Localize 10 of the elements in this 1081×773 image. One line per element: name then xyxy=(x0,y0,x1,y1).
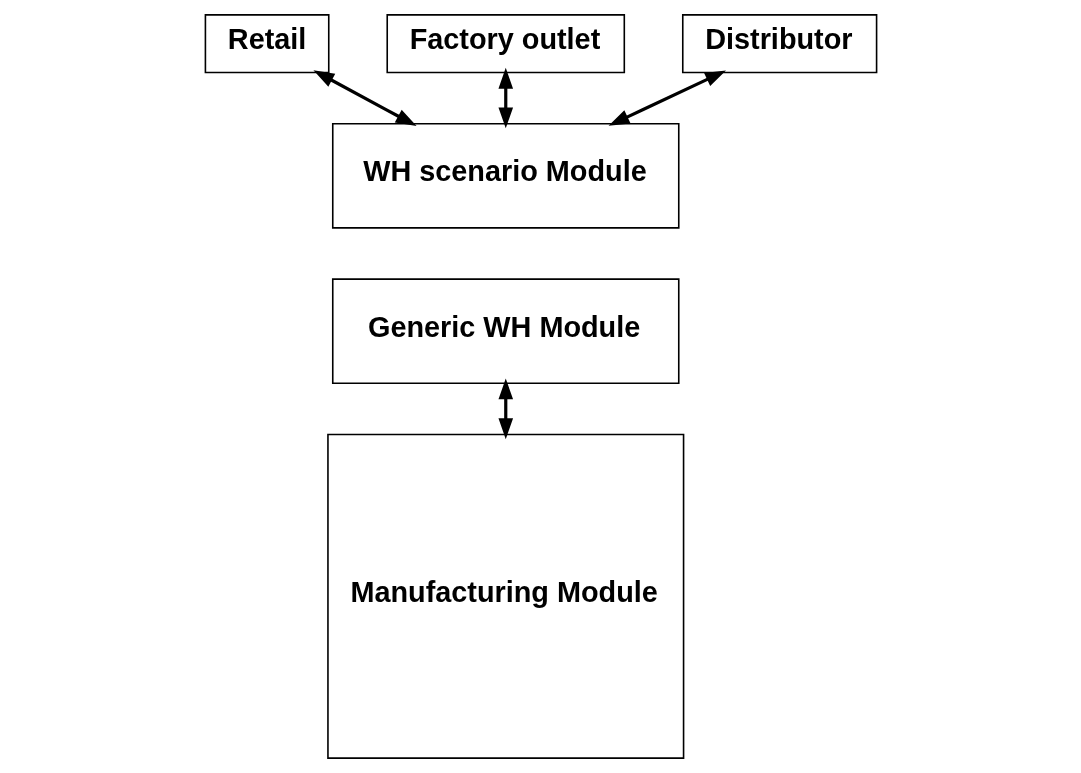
arrow xyxy=(312,70,417,127)
node-box: Generic WH Module xyxy=(331,278,680,385)
node-box: Retail xyxy=(204,14,330,74)
node-box: Manufacturing Module xyxy=(326,433,684,759)
arrow xyxy=(497,378,513,440)
node-box: Distributor xyxy=(681,14,877,74)
node-box: Factory outlet xyxy=(385,14,625,74)
node-box: WH scenario Module xyxy=(331,123,680,229)
arrow xyxy=(608,70,726,126)
arrow xyxy=(497,67,513,129)
